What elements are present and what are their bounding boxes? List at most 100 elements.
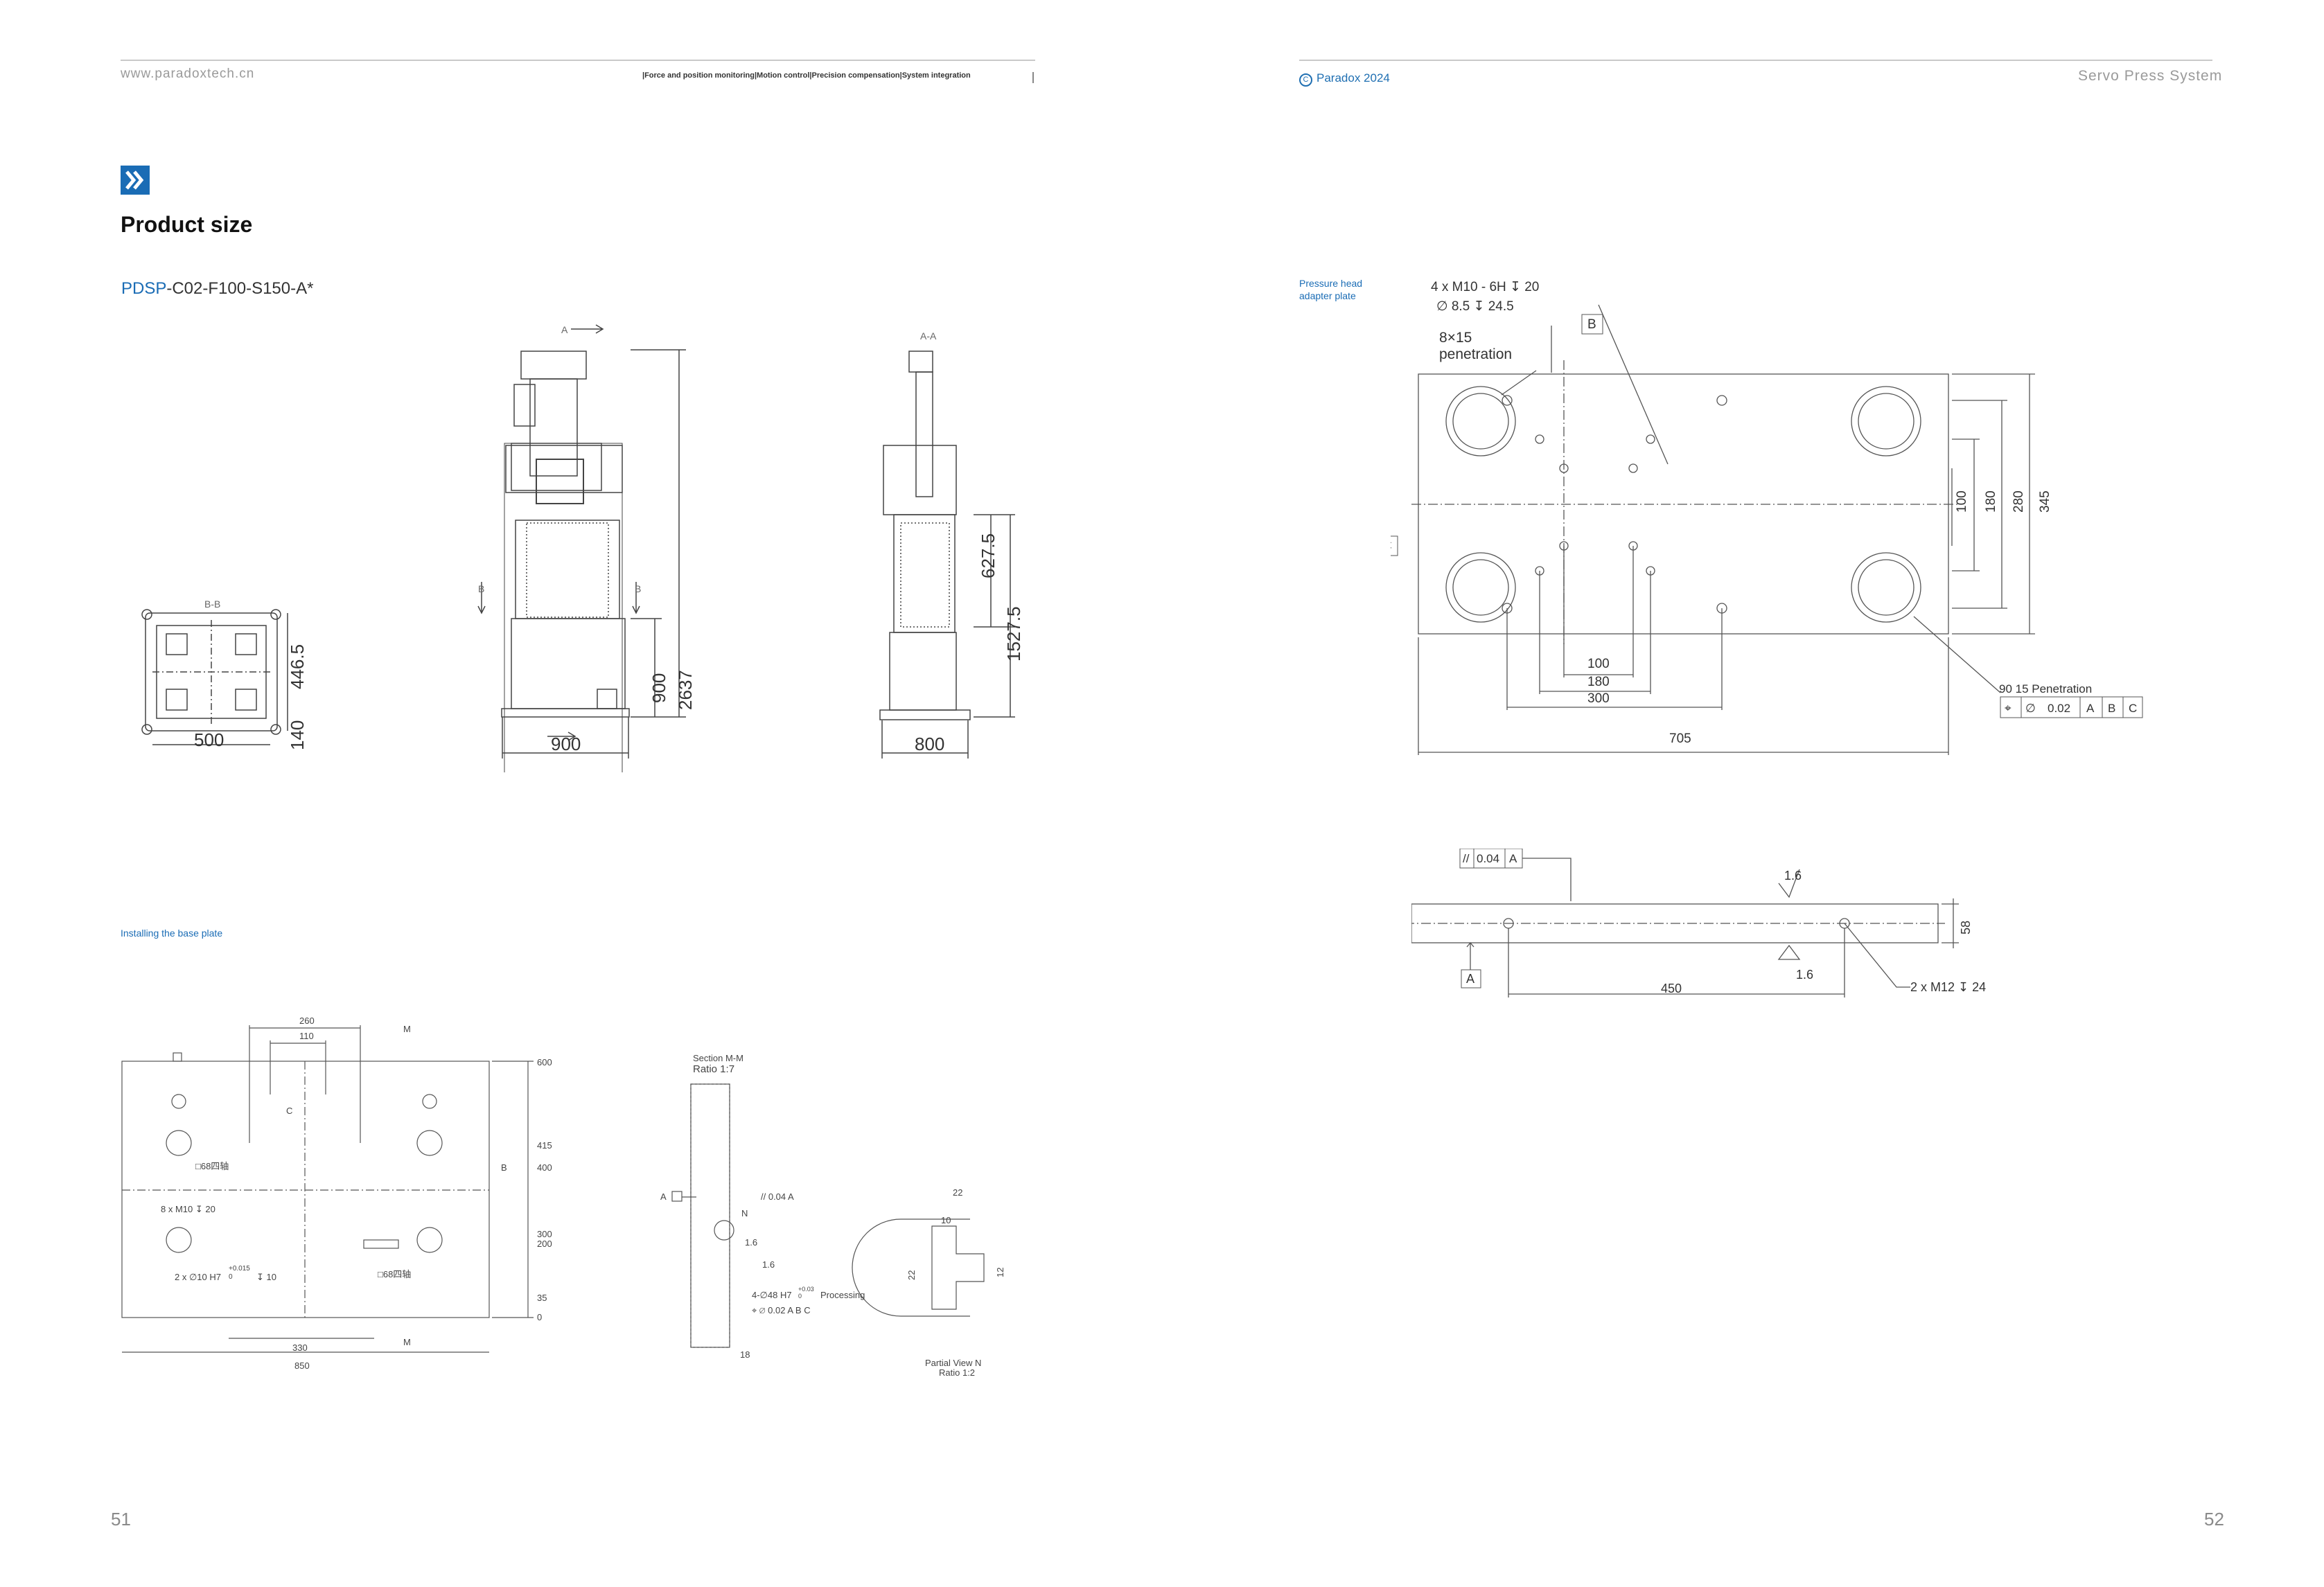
section-mark-n: N (741, 1208, 748, 1218)
dim-plate-180-h: 180 (1587, 675, 1610, 689)
bp-dim-0: 0 (537, 1312, 542, 1322)
side-fcf-tolerance: 0.04 (1477, 852, 1499, 865)
bb-view-title: B-B (204, 599, 220, 610)
partial-ratio: Ratio 1:2 (939, 1367, 975, 1378)
copyright-text: Paradox 2024 (1317, 71, 1390, 85)
model-number: PDSP-C02-F100-S150-A* (121, 279, 313, 299)
dim-plate-280-v: 280 (2012, 490, 2026, 513)
bp-datum-c: C (286, 1106, 292, 1116)
brand-title: Servo Press System (2078, 68, 2223, 84)
bp-note-pins: 2 x ∅10 H7 (175, 1272, 221, 1282)
datum-c-label: C (1391, 539, 1392, 553)
product-views-drawing: B-B A-A A B B 500 446.5 140 900 900 2637… (141, 324, 1024, 772)
roughness-bottom: 1.6 (1796, 968, 1813, 982)
dim-plate-345-v: 345 (2038, 490, 2052, 513)
bp-mark-m-top: M (403, 1024, 411, 1034)
section-dim-18: 18 (740, 1349, 750, 1360)
partial-dim-12: 12 (995, 1268, 1005, 1277)
dim-side-width: 800 (915, 734, 944, 754)
base-plate-drawing: 260 110 330 850 600 415 400 300 200 35 0… (121, 1016, 1005, 1378)
aa-view-title: A-A (920, 330, 937, 342)
side-view (879, 351, 1015, 759)
side-fcf-parallel: // (1463, 852, 1470, 865)
side-datum-a: A (1466, 972, 1474, 986)
callout-side-thread: 2 x M12 ↧ 24 (1910, 980, 1986, 994)
section-heading: Product size (121, 212, 253, 237)
section-a-mark: A (561, 324, 568, 335)
bp-dim-260: 260 (299, 1016, 315, 1026)
section-bore: 4-∅48 H7 (752, 1290, 792, 1300)
dim-plate-100-v: 100 (1955, 490, 1969, 513)
callout-thread: 4 x M10 - 6H ↧ 20 (1431, 280, 1539, 294)
dim-front-total: 2637 (675, 670, 696, 710)
section-rough-1: 1.6 (745, 1237, 757, 1248)
bp-dim-850: 850 (294, 1360, 310, 1371)
dim-side-58: 58 (1959, 921, 1973, 934)
fcf-position-symbol: ⌖ (2005, 702, 2012, 715)
adapter-plate-side-drawing: // 0.04 A 1.6 1.6 A 58 450 2 x M12 ↧ 24 (1411, 849, 1986, 998)
header-rule (121, 60, 1035, 61)
base-plate-caption: Installing the base plate (121, 928, 223, 939)
fcf-datum-a: A (2086, 702, 2095, 715)
callout-penetration-label: penetration (1439, 346, 1512, 362)
bp-dim-400: 400 (537, 1162, 552, 1173)
bp-dim-600: 600 (537, 1057, 552, 1067)
section-fcf-position: ⌖ ∅ 0.02 A B C (752, 1305, 811, 1315)
bp-note-depth: ↧ 10 (256, 1272, 276, 1282)
dim-bb-height: 446.5 (287, 644, 308, 689)
bp-datum-b: B (501, 1162, 507, 1173)
model-suffix: -C02-F100-S150-A* (166, 279, 314, 298)
section-datum-a: A (660, 1191, 667, 1202)
front-view (477, 324, 686, 772)
bp-dim-330: 330 (292, 1342, 308, 1353)
bp-dim-200: 200 (537, 1239, 552, 1249)
fcf-datum-b: B (2108, 702, 2115, 715)
bp-note-holes: 8 x M10 ↧ 20 (161, 1204, 215, 1214)
dim-plate-300-h: 300 (1587, 691, 1610, 706)
section-fcf-parallel: // 0.04 A (761, 1191, 794, 1202)
right-page: C Paradox 2024 Servo Press System Pressur… (1162, 0, 2324, 1587)
plate-caption-line2: adapter plate (1299, 290, 1356, 301)
fcf-tolerance: 0.02 (2048, 702, 2070, 715)
bp-dim-35: 35 (537, 1293, 547, 1303)
plate-fcf: ⌖ ∅ 0.02 A B C (2000, 696, 2143, 718)
fcf-diameter-symbol: ∅ (2025, 702, 2036, 715)
section-ratio: Ratio 1:7 (693, 1063, 734, 1075)
bp-note-tol-upper: +0.015 (229, 1265, 250, 1273)
bp-mark-m-bottom: M (403, 1337, 411, 1347)
page-number-right: 52 (2204, 1509, 2224, 1530)
bb-view (141, 609, 288, 745)
dim-plate-180-v: 180 (1984, 490, 1998, 513)
section-rough-2: 1.6 (762, 1259, 775, 1270)
section-bore-tol-upper: +0.03 (798, 1286, 814, 1293)
dim-plate-705: 705 (1669, 732, 1691, 746)
page-number-left: 51 (111, 1509, 131, 1530)
dim-side-lower: 1527.5 (1003, 606, 1024, 662)
dim-side-upper: 627.5 (978, 533, 998, 578)
model-prefix: PDSP (121, 279, 167, 298)
header-rule-right (1299, 60, 2212, 61)
dim-front-lower: 900 (649, 673, 669, 703)
bp-note-square-2: □68四轴 (378, 1269, 411, 1279)
partial-dim-10: 10 (941, 1215, 951, 1225)
left-page: www.paradoxtech.cn |Force and position m… (111, 60, 1035, 1530)
datum-b-label: B (1587, 317, 1596, 332)
dim-side-450: 450 (1661, 982, 1682, 995)
dim-bb-edge: 140 (287, 720, 308, 750)
roughness-top: 1.6 (1784, 869, 1802, 883)
callout-drill: ∅ 8.5 ↧ 24.5 (1436, 299, 1514, 314)
bp-note-tol-lower: 0 (229, 1273, 233, 1281)
section-bore-tol-lower: 0 (798, 1293, 802, 1300)
bp-dim-300: 300 (537, 1229, 552, 1239)
partial-dim-22-top: 22 (953, 1187, 962, 1198)
adapter-plate-drawing: 4 x M10 - 6H ↧ 20 ∅ 8.5 ↧ 24.5 8×15 pene… (1391, 280, 2143, 755)
plate-caption-line1: Pressure head (1299, 278, 1363, 289)
dim-plate-100-h: 100 (1587, 657, 1610, 671)
dim-front-width: 900 (551, 734, 581, 754)
bp-dim-415: 415 (537, 1140, 552, 1151)
site-url[interactable]: www.paradoxtech.cn (121, 67, 255, 81)
chevron-right-icon (121, 166, 150, 195)
fcf-datum-c: C (2129, 702, 2137, 715)
side-fcf-datum: A (1509, 852, 1517, 865)
section-title: Section M-M (693, 1053, 743, 1063)
